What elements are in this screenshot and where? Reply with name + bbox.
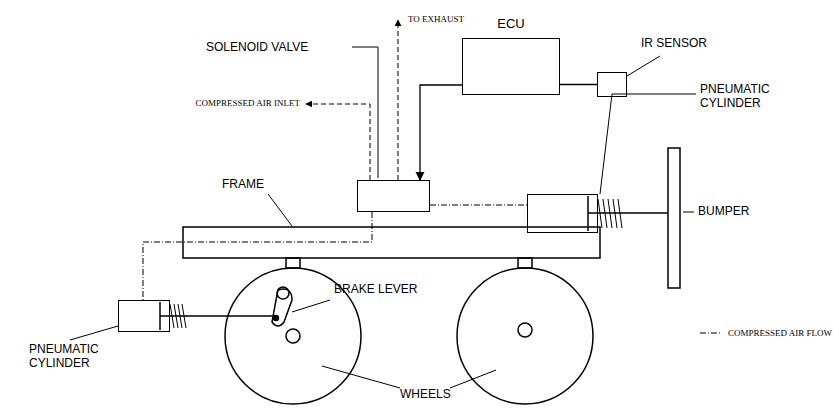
- brake-lever: [272, 289, 292, 326]
- node-label: PNEUMATIC CYLINDER: [700, 83, 800, 111]
- piston-rod: [588, 212, 668, 214]
- node-label: IR SENSOR: [641, 37, 707, 51]
- node-label: PNEUMATIC CYLINDER: [29, 343, 129, 371]
- node-label: SOLENOID VALVE: [206, 41, 308, 55]
- leader-line: [70, 326, 118, 340]
- cylinder-box: PNEUMATIC CYLINDER: [527, 194, 598, 233]
- leader-line: [627, 56, 660, 76]
- part-label: BUMPER: [698, 205, 749, 219]
- ecu-box: ECU: [462, 38, 560, 95]
- cylinder-box: PNEUMATIC CYLINDER: [118, 300, 170, 332]
- leader-line: [322, 366, 400, 388]
- leader-line: [352, 47, 378, 178]
- legend-text: COMPRESSED AIR FLOW: [728, 328, 832, 338]
- signal-line: [420, 85, 462, 180]
- wheel-hub: [286, 329, 300, 343]
- sensor-box: IR SENSOR: [597, 72, 627, 97]
- signal-line: [560, 84, 597, 85]
- leader-line: [600, 94, 696, 194]
- air-line: [430, 205, 527, 206]
- part-label: FRAME: [222, 178, 264, 192]
- leader-line: [292, 300, 330, 312]
- leader-line: [683, 212, 694, 213]
- inlet-line: [306, 104, 370, 180]
- legend-sample: [700, 333, 722, 334]
- valve-box: SOLENOID VALVE: [357, 180, 430, 212]
- part-label: WHEELS: [400, 388, 451, 402]
- piston-rod: [160, 315, 275, 317]
- wheel-mount: [286, 258, 300, 268]
- bumper: [668, 148, 680, 288]
- exhaust-label: TO EXHAUST: [408, 14, 464, 24]
- exhaust-line: [398, 20, 399, 180]
- part-label: BRAKE LEVER: [334, 283, 394, 297]
- wheel-mount: [518, 258, 532, 268]
- node-label: ECU: [463, 17, 559, 32]
- inlet-label: COMPRESSED AIR INLET: [140, 98, 300, 108]
- leader-line: [268, 194, 292, 226]
- wheel: [457, 268, 593, 404]
- leader-line: [450, 370, 496, 388]
- wheel-hub: [518, 323, 532, 337]
